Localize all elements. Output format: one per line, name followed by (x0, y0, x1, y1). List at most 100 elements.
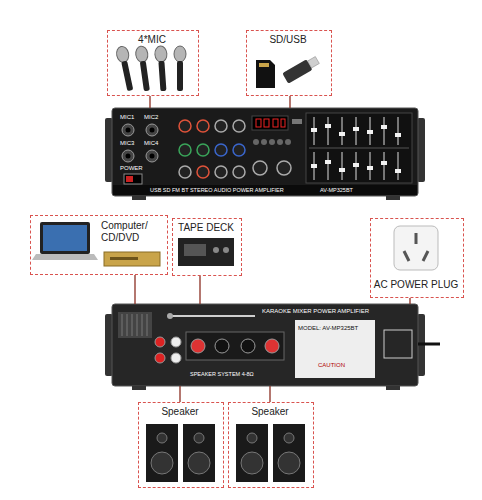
amplifier-front-panel (281, 119, 285, 127)
microphone-icons (140, 61, 150, 92)
tape-deck-icon (178, 238, 234, 266)
tape-deck-icon (213, 247, 219, 253)
amplifier-front-panel (179, 120, 191, 132)
panel-label: CAUTION (318, 362, 345, 369)
sd-usb-icons (308, 57, 320, 68)
connection-line (199, 276, 200, 304)
speaker-icons (241, 452, 263, 474)
amplifier-rear-panel (186, 332, 284, 360)
callout-box: Speaker (138, 402, 224, 488)
connection-line (409, 298, 410, 304)
panel-text: KARAOKE MIXER POWER AMPLIFIER (262, 308, 372, 315)
microphone-icons (177, 61, 183, 91)
amplifier-front-panel (381, 125, 387, 129)
amplifier-rear-panel (127, 314, 128, 336)
amplifier-front-panel (179, 166, 191, 178)
callout-box: Speaker (228, 402, 314, 488)
callout-box: AC POWER PLUG (370, 218, 464, 298)
amplifier-front-panel (381, 161, 387, 165)
connection-line (149, 96, 150, 108)
amplifier-rear-panel (137, 314, 138, 336)
amplifier-front-panel (309, 148, 409, 149)
callout-box: SD/USB (246, 30, 332, 96)
amplifier-front-panel (233, 166, 245, 178)
amplifier-rear-panel (132, 386, 146, 390)
amplifier-rear-panel (386, 386, 400, 390)
amplifier-front-panel (124, 174, 142, 184)
computer-dvd-icons (110, 257, 138, 260)
amplifier-front-panel (233, 120, 245, 132)
connection-line (289, 96, 290, 108)
speaker-icons (188, 452, 210, 474)
speaker-icons (157, 433, 167, 443)
tape-deck-icon (184, 244, 206, 256)
microphone-icons (174, 46, 186, 91)
callout-label: TAPE DECK (173, 222, 239, 234)
amplifier-front-panel (146, 150, 158, 162)
computer-dvd-icons (32, 254, 98, 260)
amplifier-front-panel (126, 176, 133, 182)
microphone-icons (115, 45, 130, 63)
amplifier-rear-panel (418, 343, 440, 346)
amplifier-front-panel (146, 124, 158, 136)
amplifier-front-panel (215, 166, 227, 178)
amplifier-front-panel (386, 196, 400, 200)
amplifier-front-panel (252, 116, 288, 130)
speaker-icons (236, 424, 268, 482)
amplifier-rear-panel (122, 314, 123, 336)
sd-usb-icons (259, 63, 269, 67)
amplifier-front-panel (122, 124, 134, 136)
amplifier-front-panel (215, 144, 227, 156)
amplifier-front-panel (179, 144, 191, 156)
amplifier-front-panel (253, 161, 267, 175)
sd-usb-icons (256, 55, 320, 88)
amplifier-rear-panel (142, 314, 143, 336)
amplifier-front-panel (306, 113, 412, 183)
sd-usb-icons (282, 59, 312, 83)
amplifier-front-panel (197, 144, 209, 156)
amplifier-front-panel (197, 120, 209, 132)
ac-socket-icon (404, 251, 409, 261)
callout-label: Computer/ CD/DVD (101, 220, 165, 243)
amplifier-front-panel (367, 130, 373, 134)
amplifier-front-panel (292, 119, 302, 124)
microphone-icons (135, 45, 149, 63)
amplifier-front-panel (197, 166, 209, 178)
amplifier-front-panel (273, 119, 278, 127)
amplifier-front-panel (150, 128, 155, 133)
amplifier-rear-panel (384, 330, 412, 358)
speaker-icons (146, 424, 178, 482)
amplifier-front-panel (285, 139, 291, 145)
microphone-icons (135, 45, 153, 91)
panel-text: MODEL: AV-MP325BT (298, 325, 374, 332)
amplifier-rear-panel (172, 315, 255, 317)
amplifier-rear-panel (295, 320, 375, 378)
ac-socket-icon (415, 233, 418, 244)
microphone-icons (174, 46, 186, 62)
speaker-icons (183, 424, 215, 482)
computer-dvd-icons (43, 225, 87, 251)
amplifier-rear-panel (191, 339, 205, 353)
amplifier-front-panel (328, 152, 329, 180)
speaker-icons (278, 452, 300, 474)
panel-label: POWER (120, 165, 143, 172)
amplifier-front-panel (126, 154, 131, 159)
computer-dvd-icons (104, 252, 160, 266)
amplifier-front-panel (105, 108, 425, 200)
amplifier-front-panel (367, 166, 373, 170)
amplifier-front-panel (398, 152, 399, 180)
ac-socket-icon (394, 226, 438, 270)
callout-box: TAPE DECK (172, 218, 242, 276)
panel-label: SPEAKER SYSTEM 4-8Ω (190, 371, 254, 377)
callout-label: Speaker (229, 406, 311, 418)
amplifier-rear: KARAOKE MIXER POWER AMPLIFIER MODEL: AV-M… (112, 304, 418, 386)
amplifier-front-panel (353, 127, 359, 131)
amplifier-rear-panel (171, 353, 181, 363)
microphone-icons (115, 45, 136, 92)
amplifier-front-panel (342, 152, 343, 180)
microphone-icons (154, 46, 169, 92)
computer-dvd-icons (40, 222, 90, 254)
ac-socket-icon (394, 226, 438, 270)
